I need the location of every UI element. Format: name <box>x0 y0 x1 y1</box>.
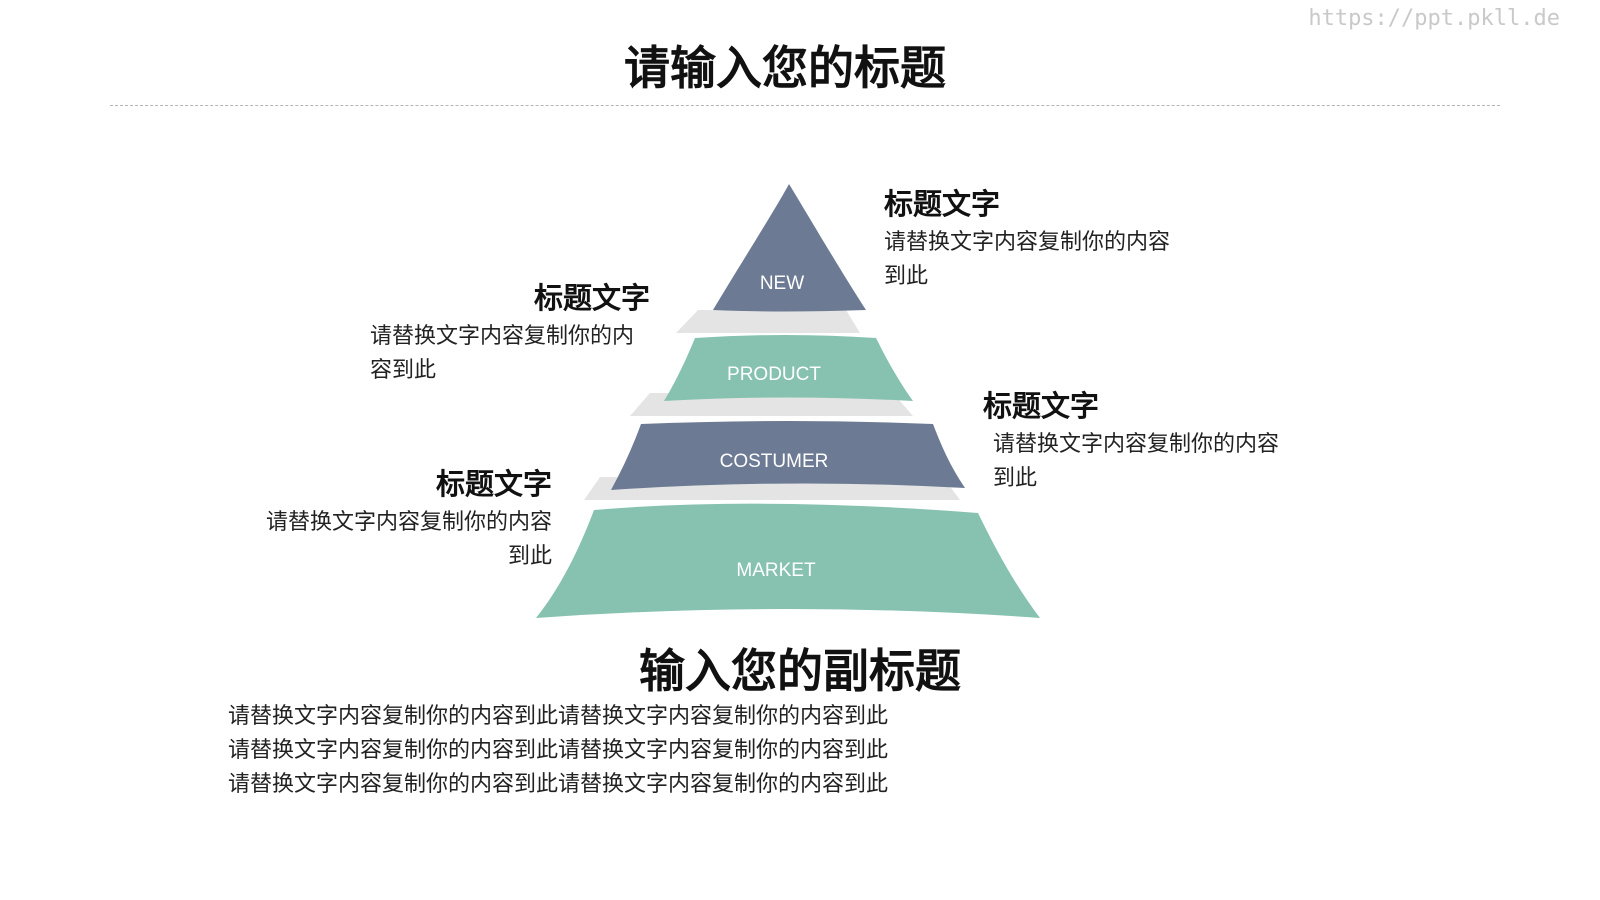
tier-label-market: MARKET <box>736 560 816 581</box>
callout-body-line: 请替换文字内容复制你的内 <box>370 324 635 349</box>
pyramid-tier-product <box>664 335 913 401</box>
pyramid-tier-new <box>713 184 866 312</box>
callout-body-line: 请替换文字内容复制你的内容 <box>265 510 552 535</box>
tier-label-new: NEW <box>760 273 804 294</box>
callout-title: 标题文字 <box>983 389 1100 423</box>
body-paragraph: 请替换文字内容复制你的内容到此请替换文字内容复制你的内容到此 请替换文字内容复制… <box>228 700 948 802</box>
pyramid-tier-market <box>536 503 1040 618</box>
callout-body-line: 容到此 <box>370 358 437 383</box>
callout-body: 请替换文字内容复制你的内容 到此 <box>884 226 1170 294</box>
body-line: 请替换文字内容复制你的内容到此请替换文字内容复制你的内容到此 <box>228 738 889 763</box>
pyramid-band-1 <box>676 310 860 333</box>
callout-title: 标题文字 <box>435 467 552 501</box>
callout-body: 请替换文字内容复制你的内容 到此 <box>983 428 1279 496</box>
page-title: 请输入您的标题 <box>624 41 946 95</box>
callout-product: 标题文字 请替换文字内容复制你的内 容到此 <box>370 280 650 388</box>
callout-body: 请替换文字内容复制你的内容 到此 <box>232 506 552 574</box>
subtitle: 输入您的副标题 <box>639 644 961 698</box>
body-line: 请替换文字内容复制你的内容到此请替换文字内容复制你的内容到此 <box>228 704 889 729</box>
callout-body-line: 到此 <box>507 544 552 569</box>
callout-body-line: 请替换文字内容复制你的内容 <box>993 432 1280 457</box>
callout-title: 标题文字 <box>884 187 1001 221</box>
callout-body-line: 到此 <box>993 466 1038 491</box>
watermark-url: https://ppt.pkll.de <box>1308 6 1560 31</box>
callout-costumer: 标题文字 请替换文字内容复制你的内容 到此 <box>983 388 1279 496</box>
title-divider <box>110 105 1500 106</box>
callout-body: 请替换文字内容复制你的内 容到此 <box>370 320 650 388</box>
callout-new: 标题文字 请替换文字内容复制你的内容 到此 <box>884 186 1170 294</box>
tier-label-product: PRODUCT <box>727 364 821 385</box>
callout-market: 标题文字 请替换文字内容复制你的内容 到此 <box>232 466 552 574</box>
callout-body-line: 到此 <box>884 264 929 289</box>
callout-body-line: 请替换文字内容复制你的内容 <box>884 230 1171 255</box>
callout-title: 标题文字 <box>533 281 650 315</box>
pyramid-tier-costumer <box>611 421 965 490</box>
tier-label-costumer: COSTUMER <box>720 451 829 472</box>
body-line: 请替换文字内容复制你的内容到此请替换文字内容复制你的内容到此 <box>228 772 889 797</box>
